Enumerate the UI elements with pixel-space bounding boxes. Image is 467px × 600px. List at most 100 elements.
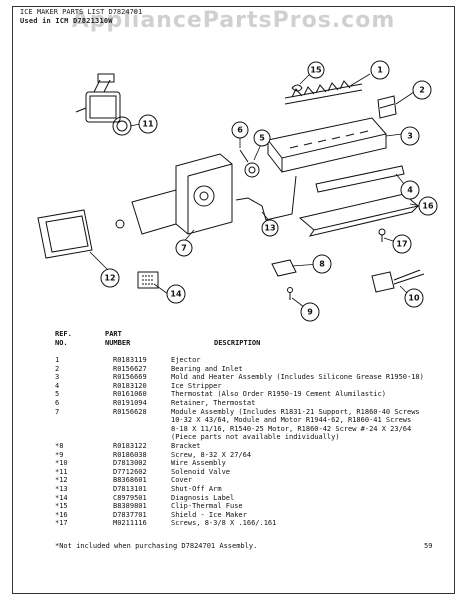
part-number-cell: B8368601 xyxy=(113,476,147,485)
page-header: ICE MAKER PARTS LIST D7824701 Used in IC… xyxy=(20,8,450,26)
callout-label-14: 14 xyxy=(170,290,182,299)
callout-label-11: 11 xyxy=(142,120,154,129)
part-number-cell: R0191094 xyxy=(113,398,147,407)
callout-circle-15 xyxy=(307,61,325,79)
description-cell: Ejector xyxy=(171,356,201,364)
watermark-text: AppliancePartsPros.com xyxy=(71,8,396,33)
ref-cell: 7 xyxy=(55,407,60,416)
description-cell: Ice Stripper xyxy=(171,381,222,390)
part-number-cell: R0161060 xyxy=(113,390,147,399)
part-number-cell: M0211116 xyxy=(113,519,147,528)
ref-cell: *9 xyxy=(55,450,64,459)
parts-row: 6 R0191094 Retainer, Thermostat xyxy=(55,399,455,408)
callout-label-12: 12 xyxy=(104,274,115,283)
callout-label-2: 2 xyxy=(419,86,425,95)
column-header-part: PART NUMBER xyxy=(105,330,131,347)
screw-17-drawing xyxy=(378,228,386,242)
cover-drawing xyxy=(37,209,93,259)
ref-cell: *14 xyxy=(55,493,68,502)
parts-row: 7 R0156628 Module Assembly (Includes R1831… xyxy=(55,408,455,442)
callout-circle-3 xyxy=(400,126,420,146)
callout-label-8: 8 xyxy=(319,260,325,269)
ref-cell: *12 xyxy=(55,476,68,485)
description-cell: Bearing and Inlet xyxy=(171,364,243,373)
ref-cell: *10 xyxy=(55,459,68,468)
callout-label-1: 1 xyxy=(377,66,383,75)
part-number-cell: R0186038 xyxy=(113,450,147,459)
description-cell: Diagnosis Label xyxy=(171,493,235,502)
part-number-cell: D7837701 xyxy=(113,510,147,519)
callout-label-15: 15 xyxy=(310,66,322,75)
header-line-1: ICE MAKER PARTS LIST D7824701 xyxy=(20,8,143,16)
callout-circle-8 xyxy=(312,254,332,274)
part-number-cell: D7712602 xyxy=(113,467,147,476)
callout-circle-12 xyxy=(100,268,120,288)
column-header-ref: REF. NO. xyxy=(55,330,72,347)
ref-cell: *17 xyxy=(55,519,68,528)
page-number: 59 xyxy=(424,542,433,550)
shut-off-arm-drawing xyxy=(235,175,297,221)
description-cell: Screws, 8-3/8 X .166/.161 xyxy=(171,519,277,528)
parts-row: 5 R0161060 Thermostat (Also Order R1950-19… xyxy=(55,390,455,399)
diagnosis-label-drawing xyxy=(137,271,159,289)
callout-label-16: 16 xyxy=(422,202,434,211)
parts-row: 4 R0183120 Ice Stripper xyxy=(55,382,455,391)
description-cell: Thermostat (Also Order R1950-19 Cement A… xyxy=(171,390,386,399)
callout-circle-6 xyxy=(231,121,249,139)
solenoid-valve-drawing xyxy=(75,73,132,136)
ref-cell: 4 xyxy=(55,381,60,390)
callout-circle-11 xyxy=(138,114,158,134)
ref-cell: *15 xyxy=(55,502,68,511)
callout-circle-16 xyxy=(418,196,438,216)
part-number-cell: R0183122 xyxy=(113,441,147,450)
part-number-cell: R0156627 xyxy=(113,364,147,373)
exploded-parts-diagram: 1 2 3 4 5 6 7 8 9 10 11 12 13 14 15 16 1… xyxy=(37,60,438,322)
screw-drawing xyxy=(287,287,293,300)
part-number-cell: R0183120 xyxy=(113,381,147,390)
part-number-cell: C8979501 xyxy=(113,493,147,502)
callout-circle-9 xyxy=(300,302,320,322)
page-frame xyxy=(12,6,455,594)
callout-label-9: 9 xyxy=(307,308,313,317)
column-header-description: DESCRIPTION xyxy=(214,339,261,347)
parts-row: *14 C8979501 Diagnosis Label xyxy=(55,494,455,503)
callout-label-10: 10 xyxy=(408,294,420,303)
clip-drawing xyxy=(291,84,303,92)
ref-cell: 6 xyxy=(55,398,60,407)
parts-row: *15 B8389801 Clip-Thermal Fuse xyxy=(55,502,455,511)
description-cell: Wire Assembly xyxy=(171,459,226,468)
description-cell: Clip-Thermal Fuse xyxy=(171,502,243,511)
mold-heater-drawing xyxy=(267,117,387,173)
callout-label-17: 17 xyxy=(396,240,407,249)
part-number-cell: R0183119 xyxy=(113,356,147,364)
part-number-cell: R0156628 xyxy=(113,407,147,416)
callout-circle-7 xyxy=(175,239,193,257)
shield-drawing xyxy=(298,193,420,237)
callout-circle-2 xyxy=(412,80,432,100)
ref-cell: *8 xyxy=(55,441,64,450)
description-cell: Retainer, Thermostat xyxy=(171,398,256,407)
bearing-inlet-drawing xyxy=(377,95,397,119)
footnote: *Not included when purchasing D7824701 A… xyxy=(55,542,258,550)
module-assembly-drawing xyxy=(115,153,233,235)
callout-label-3: 3 xyxy=(407,132,413,141)
callout-circle-1 xyxy=(370,60,390,80)
part-number-cell: B8389801 xyxy=(113,502,147,511)
thermostat-drawing xyxy=(239,149,260,178)
wire-assembly-drawing xyxy=(371,269,425,293)
parts-row: *17 M0211116 Screws, 8-3/8 X .166/.161 xyxy=(55,519,455,528)
description-cell: Module Assembly (Includes R1831-21 Suppo… xyxy=(171,407,420,442)
callout-label-7: 7 xyxy=(181,244,187,253)
description-cell: Mold and Heater Assembly (Includes Silic… xyxy=(171,373,424,382)
ref-cell: 5 xyxy=(55,390,60,399)
callout-label-6: 6 xyxy=(237,126,243,135)
ref-cell: *13 xyxy=(55,484,68,493)
